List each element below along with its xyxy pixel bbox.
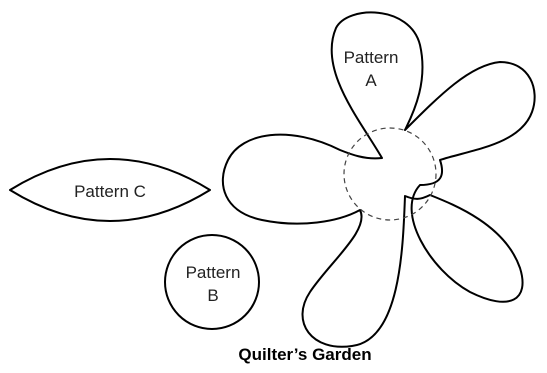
pattern-b-shape	[164, 234, 260, 330]
page-title: Quilter’s Garden	[238, 345, 371, 364]
pattern-c-label: Pattern C	[74, 182, 146, 201]
pattern-a-label-line2: A	[365, 71, 377, 90]
pattern-b-label-line1: Pattern	[186, 263, 241, 282]
pattern-b: Pattern B	[164, 234, 260, 330]
flower: Pattern A	[221, 11, 536, 348]
pattern-c-shape	[9, 158, 211, 222]
pattern-a-label-line1: Pattern	[344, 48, 399, 67]
flower-outline	[221, 11, 536, 348]
pattern-b-label-line2: B	[207, 286, 218, 305]
center-dashed-circle	[343, 127, 437, 221]
pattern-c: Pattern C	[9, 158, 211, 222]
